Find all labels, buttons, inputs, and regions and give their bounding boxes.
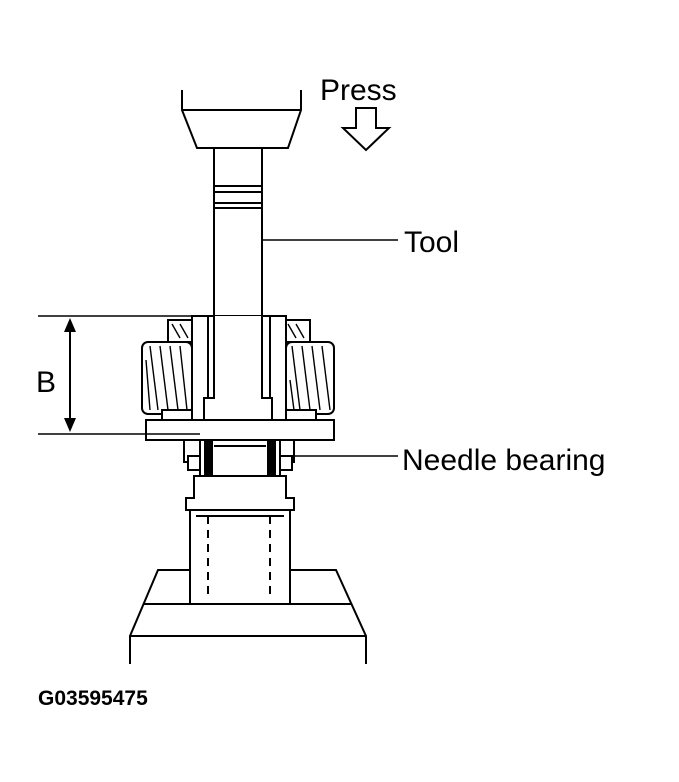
tool-label: Tool xyxy=(404,226,459,259)
press-label: Press xyxy=(320,74,397,107)
press-head xyxy=(181,90,302,149)
press-arrow-icon xyxy=(340,107,392,152)
dimension-b xyxy=(38,315,200,435)
tool-shaft xyxy=(213,147,263,317)
gear-right xyxy=(283,319,335,421)
support-block xyxy=(129,569,367,664)
dimension-b-label: B xyxy=(36,366,56,399)
figure-id: G03595475 xyxy=(38,687,148,710)
needle-bearing-label: Needle bearing xyxy=(402,444,605,477)
needle-bearing xyxy=(199,439,281,477)
gear-left xyxy=(141,319,195,421)
lower-shaft xyxy=(185,455,295,605)
